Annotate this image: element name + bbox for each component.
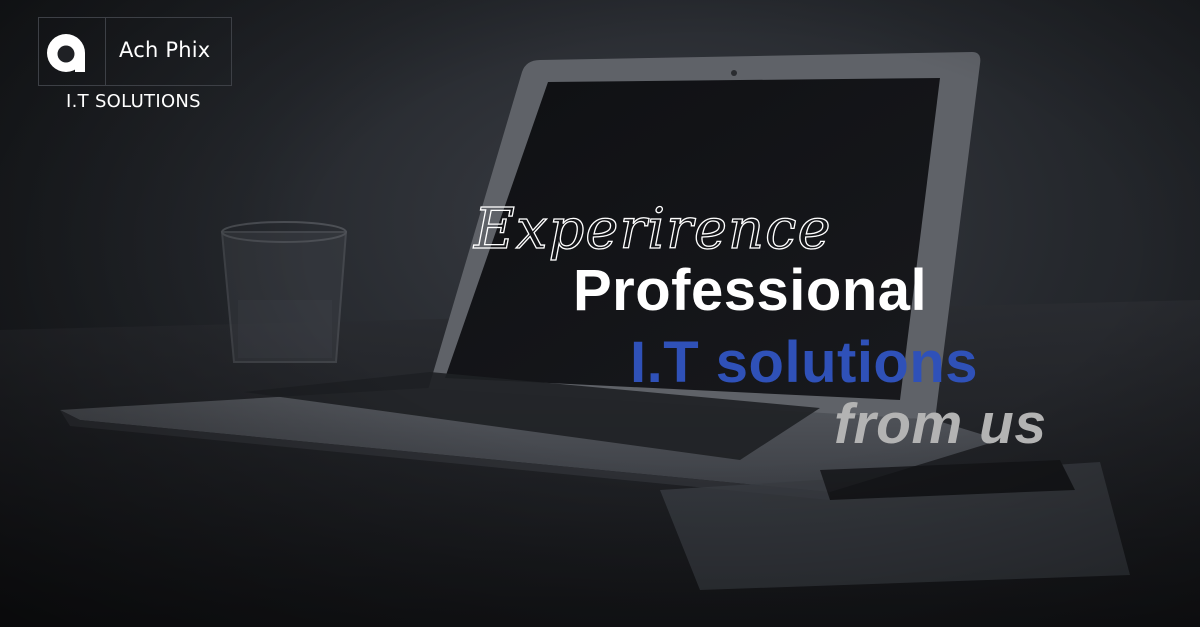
script-headline-word: Experirence xyxy=(472,196,832,262)
brand-name: Ach Phix xyxy=(119,38,211,62)
headline-professional: Professional xyxy=(573,258,928,323)
logo-box: Ach Phix xyxy=(38,17,232,86)
script-headline-text: Experirence xyxy=(473,197,832,262)
a-letter-logo-icon xyxy=(47,34,85,72)
headline-from-us: from us xyxy=(834,392,1047,456)
headline-it-solutions: I.T solutions xyxy=(630,330,979,395)
logo-divider xyxy=(105,18,106,85)
brand-tagline: I.T SOLUTIONS xyxy=(66,91,201,112)
